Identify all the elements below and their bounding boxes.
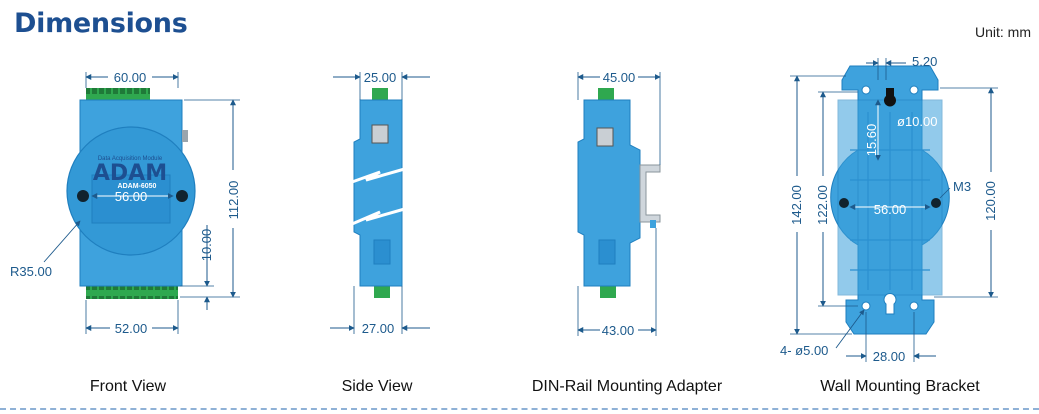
left-screw-hole: [77, 190, 89, 202]
adam-logo: ADAM: [93, 161, 167, 186]
front-hole-spacing: 56.00: [115, 189, 148, 204]
side-connector: [373, 239, 391, 265]
keyhole-bottom: [883, 293, 897, 315]
break-line: [351, 166, 409, 184]
top-terminal-block: [86, 88, 150, 101]
bracket-hole-br: [909, 301, 919, 311]
slot-width: 5.20: [912, 54, 937, 69]
slot-diameter: ø10.00: [897, 114, 937, 129]
page-title: Dimensions: [14, 8, 188, 39]
label-plate: [91, 174, 171, 224]
din-top-terminal: [598, 88, 614, 102]
m3-leader: [939, 187, 951, 199]
side-button: [182, 130, 188, 142]
bracket-right-height: 120.00: [983, 181, 998, 221]
front-top-width: 60.00: [114, 70, 147, 85]
side-top-terminal: [372, 88, 388, 102]
din-bottom-width: 43.00: [602, 323, 635, 338]
bottom-terminal-block: [86, 286, 178, 299]
hole-callout: 4- ø5.00: [780, 343, 828, 358]
side-top-width: 25.00: [364, 70, 397, 85]
din-screw: [596, 127, 614, 147]
side-bottom-width: 27.00: [362, 321, 395, 336]
din-latch: [650, 220, 656, 228]
din-rail-clip: [639, 164, 661, 223]
din-body: [577, 99, 641, 287]
keyhole-top: [884, 88, 897, 107]
din-rail-view: 45.00 43.00: [577, 70, 661, 338]
bottom-divider: [0, 408, 1039, 410]
screw-size: M3: [953, 179, 971, 194]
caption-side-view: Side View: [341, 378, 413, 395]
right-screw-hole: [176, 190, 188, 202]
bracket-screw-left: [839, 198, 849, 208]
module-title: Data Acquisition Module: [98, 156, 163, 162]
caption-wall-bracket: Wall Mounting Bracket: [820, 378, 980, 395]
front-radius: R35.00: [10, 264, 52, 279]
bracket-hole-spacing: 56.00: [874, 202, 907, 217]
caption-din-rail: DIN-Rail Mounting Adapter: [531, 378, 723, 395]
front-small-height: 10.00: [199, 229, 214, 262]
bottom-hole-spacing: 28.00: [873, 349, 906, 364]
bracket-ribs: [850, 112, 930, 290]
bracket-hole-tl: [861, 85, 871, 95]
break-line: [351, 206, 409, 226]
front-view: Data Acquisition Module ADAM ADAM-6050 5…: [10, 70, 241, 336]
slot-depth: 15.60: [864, 124, 879, 157]
bracket-hole-bl: [861, 301, 871, 311]
hole-leader: [835, 309, 865, 349]
bracket-inner-height: 122.00: [815, 185, 830, 225]
caption-front-view: Front View: [89, 378, 167, 395]
wall-bracket-view: 5.20 15.60 ø10.00 56.00 M3 142.00 122.00…: [780, 54, 998, 364]
front-height: 112.00: [226, 181, 241, 220]
unit-label: Unit: mm: [975, 24, 1031, 40]
bracket-screw-right: [931, 198, 941, 208]
bracket-total-height: 142.00: [789, 185, 804, 225]
din-connector: [598, 239, 616, 265]
model-label: ADAM-6050: [118, 183, 157, 190]
side-view: 25.00 27.00: [330, 70, 430, 336]
din-top-width: 45.00: [603, 70, 636, 85]
side-screw: [371, 124, 389, 144]
bracket-hole-tr: [909, 85, 919, 95]
radius-leader: [43, 220, 81, 263]
front-bottom-width: 52.00: [115, 321, 148, 336]
